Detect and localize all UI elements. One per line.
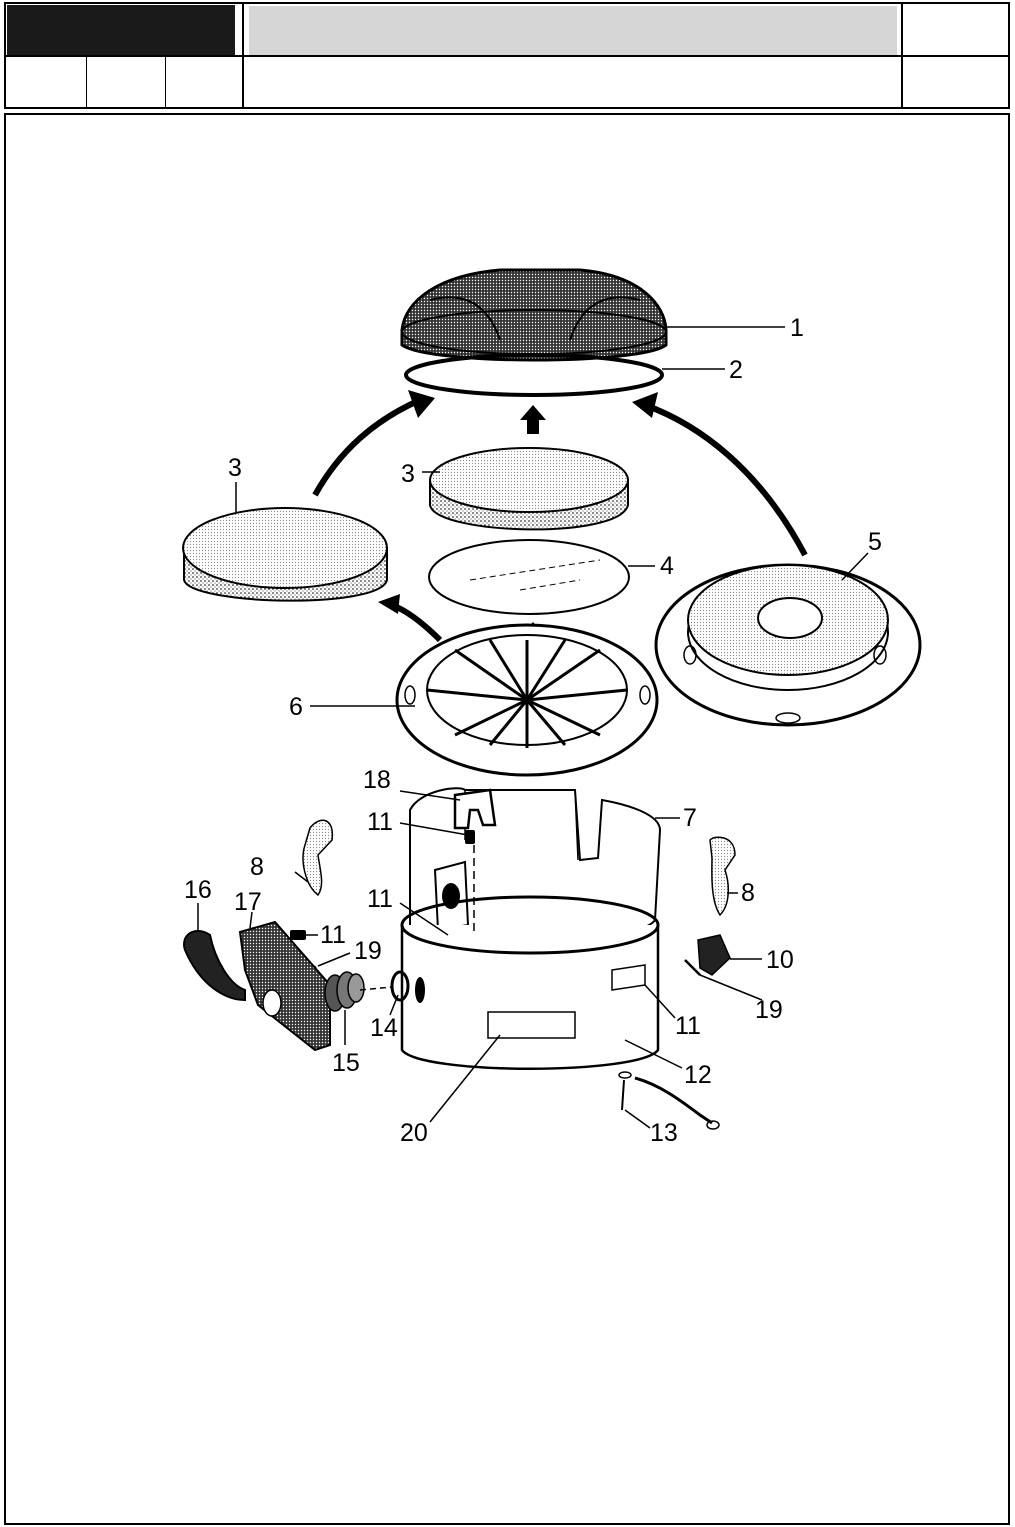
callout-3-left: 3 (228, 454, 242, 482)
callout-4: 4 (660, 552, 674, 580)
callout-11-middle: 11 (367, 885, 393, 913)
header-cell-divider-3 (242, 2, 244, 109)
foam-filter-left-part (182, 507, 388, 602)
title-bar (249, 6, 897, 56)
handle-right-part (709, 836, 736, 917)
callout-5: 5 (868, 528, 882, 556)
callout-18: 18 (363, 766, 391, 794)
header-cell-divider-1 (86, 55, 87, 109)
callout-10: 10 (766, 946, 794, 974)
logo-block (7, 5, 235, 55)
callout-16: 16 (184, 876, 212, 904)
inlet-plate-part (238, 920, 331, 1052)
carry-handle-part (183, 930, 246, 1002)
o-ring-part (390, 970, 410, 1002)
callout-13: 13 (650, 1119, 678, 1147)
callout-12: 12 (684, 1061, 712, 1089)
diagram-frame (4, 113, 1010, 1525)
pin-right-part (684, 959, 701, 976)
foam-filter-center-part (429, 447, 629, 531)
callout-6: 6 (289, 693, 303, 721)
callout-15: 15 (332, 1049, 360, 1077)
tank-part (400, 895, 660, 1070)
lid-part (400, 268, 668, 362)
callout-7: 7 (683, 804, 697, 832)
liner-bag-part (409, 787, 662, 944)
callout-8-right: 8 (741, 879, 755, 907)
leader-lines (197, 326, 869, 1129)
gasket-ring-part (404, 353, 664, 397)
callout-3-center: 3 (401, 460, 415, 488)
callout-20: 20 (400, 1119, 428, 1147)
header-divider-row (4, 55, 1010, 57)
callout-2: 2 (729, 356, 743, 384)
header-cell-divider-2 (165, 55, 166, 109)
switch-part (697, 934, 731, 976)
label-plate (487, 1011, 576, 1039)
callout-19-left: 19 (354, 937, 382, 965)
cartridge-filter-part (654, 563, 922, 727)
handle-left-part (302, 819, 334, 897)
clip-part (453, 788, 497, 830)
callout-19-right: 19 (755, 996, 783, 1024)
callout-11-left: 11 (320, 921, 346, 949)
filter-disc-part (428, 539, 630, 615)
callout-1: 1 (790, 314, 804, 342)
callout-11-right: 11 (675, 1012, 701, 1040)
callout-11-top: 11 (367, 808, 393, 836)
callout-17: 17 (234, 888, 262, 916)
callout-8-left: 8 (250, 853, 264, 881)
callout-14: 14 (370, 1014, 398, 1042)
ground-cable-part (618, 1071, 720, 1130)
inlet-nozzle-part (324, 971, 365, 1012)
callout-labels: 1 2 3 3 4 5 6 7 8 8 10 11 11 11 11 12 13… (184, 314, 882, 1147)
filter-basket-part (395, 623, 659, 777)
